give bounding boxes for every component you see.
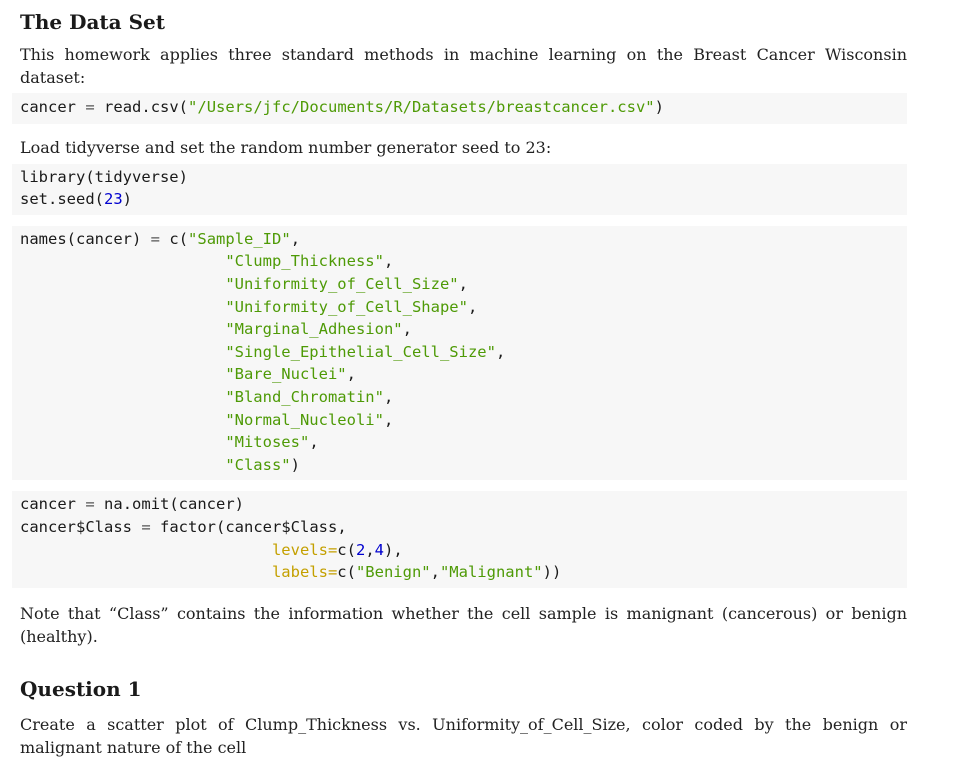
code-indent (20, 252, 225, 270)
code-argument: labels= (271, 563, 338, 582)
code-block-library[interactable]: library(tidyverse) set.seed(23) (12, 163, 907, 215)
code-token: , (430, 563, 440, 582)
code-block-factor[interactable]: cancer = na.omit(cancer) cancer$Class = … (12, 491, 907, 588)
code-indent (20, 456, 225, 474)
intro-paragraph: This homework applies three standard met… (20, 45, 907, 87)
code-token: read.csv( (104, 98, 189, 116)
code-token: , (290, 229, 301, 248)
code-line-column-name: "Bare_Nuclei", (20, 363, 899, 386)
code-token: , (383, 410, 394, 429)
code-number: 2 (355, 540, 366, 559)
code-token: cancer (20, 98, 76, 116)
code-line-column-name: "Single_Epithelial_Cell_Size", (20, 341, 899, 364)
code-string: "Single_Epithelial_Cell_Size" (225, 342, 496, 361)
code-line-set-seed: set.seed(23) (20, 188, 899, 211)
code-token: ), (384, 540, 403, 559)
names-code-lines: names(cancer) = c("Sample_ID", "Clump_Th… (20, 228, 899, 477)
code-indent (20, 388, 225, 406)
code-token: cancer$Class (20, 517, 132, 536)
question-1-paragraph: Create a scatter plot of Clump_Thickness… (20, 714, 907, 757)
code-line-column-name: "Marginal_Adhesion", (20, 318, 899, 341)
code-indent (20, 275, 225, 293)
code-token: )) (542, 563, 562, 582)
code-string: "Normal_Nucleoli" (225, 410, 384, 429)
code-operator: = (85, 98, 95, 116)
document-page: The Data Set This homework applies three… (12, 8, 907, 759)
code-token: c( (337, 563, 356, 582)
code-operator: = (150, 229, 161, 248)
code-token: , (402, 320, 412, 339)
code-line-column-name: "Uniformity_of_Cell_Size", (20, 273, 899, 296)
code-block-read-csv[interactable]: cancer = read.csv("/Users/jfc/Documents/… (12, 93, 907, 124)
code-string: "Mitoses" (225, 433, 310, 452)
code-indent (20, 343, 225, 361)
code-token: c( (337, 540, 356, 559)
code-indent (20, 563, 272, 581)
code-token: , (346, 365, 356, 384)
code-token: set.seed( (20, 190, 104, 209)
code-string: "/Users/jfc/Documents/R/Datasets/breastc… (188, 98, 655, 116)
code-token: factor(cancer$Class, (160, 517, 347, 536)
code-string: "Bland_Chromatin" (225, 387, 384, 406)
code-argument: levels= (271, 540, 338, 559)
code-line-na-omit: cancer = na.omit(cancer) (20, 493, 899, 516)
code-string: "Sample_ID" (188, 229, 291, 248)
code-token: names(cancer) (20, 229, 142, 248)
code-token: c( (169, 229, 189, 248)
code-token: , (365, 540, 375, 559)
code-line-factor: cancer$Class = factor(cancer$Class, (20, 516, 899, 539)
code-string: "Bare_Nuclei" (225, 365, 347, 384)
code-indent (20, 298, 225, 316)
code-line-column-name: "Clump_Thickness", (20, 250, 899, 273)
code-token: ) (654, 98, 664, 116)
code-string: "Uniformity_of_Cell_Shape" (225, 297, 468, 316)
code-line-levels: levels=c(2,4), (20, 539, 899, 562)
code-token: , (458, 274, 468, 293)
note-paragraph: Note that “Class” contains the informati… (20, 603, 907, 646)
code-indent (20, 541, 272, 559)
code-string: "Clump_Thickness" (225, 252, 384, 271)
code-line-column-name: names(cancer) = c("Sample_ID", (20, 228, 899, 251)
code-line-column-name: "Bland_Chromatin", (20, 386, 899, 409)
section-heading-question-1: Question 1 (20, 676, 142, 701)
code-token: , (467, 297, 478, 316)
code-token: , (383, 252, 394, 271)
code-token: ) (290, 455, 300, 474)
code-line-column-name: "Mitoses", (20, 431, 899, 454)
code-line-labels: labels=c("Benign","Malignant")) (20, 561, 899, 584)
code-indent (20, 433, 225, 451)
code-string: "Malignant" (439, 563, 543, 582)
code-string: "Class" (225, 455, 291, 474)
code-operator: = (141, 517, 151, 536)
code-indent (20, 365, 225, 383)
code-line-column-name: "Normal_Nucleoli", (20, 409, 899, 432)
code-indent (20, 320, 225, 338)
code-operator: = (85, 495, 95, 514)
code-token: ) (122, 190, 133, 209)
code-token: , (495, 342, 506, 361)
code-string: "Uniformity_of_Cell_Size" (225, 274, 459, 293)
code-line-column-name: "Class") (20, 454, 899, 477)
code-line-column-name: "Uniformity_of_Cell_Shape", (20, 296, 899, 319)
code-number: 23 (104, 190, 123, 209)
code-string: "Benign" (355, 563, 431, 582)
code-indent (20, 411, 225, 429)
code-token: na.omit(cancer) (104, 495, 245, 514)
code-line-read-csv: cancer = read.csv("/Users/jfc/Documents/… (20, 96, 899, 119)
code-token: , (383, 387, 394, 406)
load-paragraph: Load tidyverse and set the random number… (20, 137, 552, 157)
code-number: 4 (374, 540, 384, 559)
code-line-library: library(tidyverse) (20, 167, 188, 186)
section-heading-data-set: The Data Set (20, 10, 165, 34)
code-token: cancer (20, 495, 76, 514)
code-token: , (309, 433, 319, 452)
code-block-names[interactable]: names(cancer) = c("Sample_ID", "Clump_Th… (12, 225, 907, 481)
code-string: "Marginal_Adhesion" (225, 320, 403, 339)
